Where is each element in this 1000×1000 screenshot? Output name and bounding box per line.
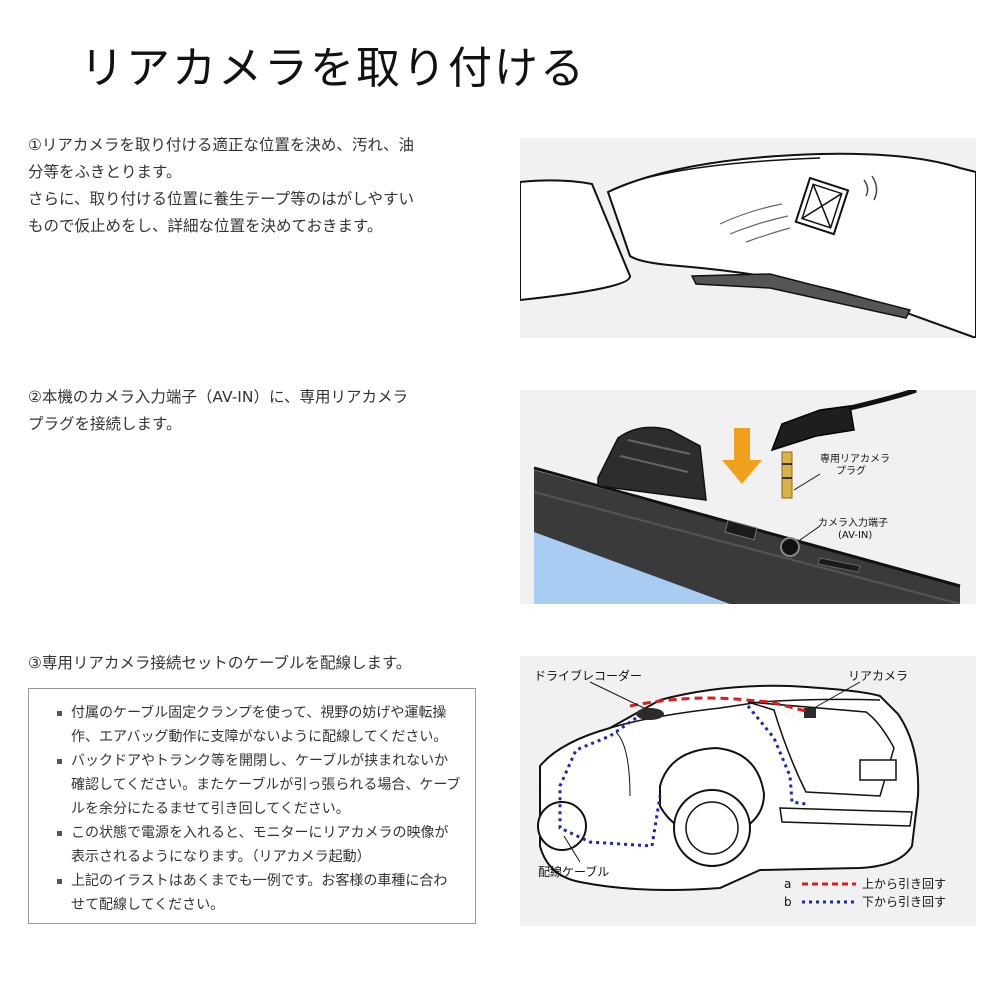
plug-label: プラグ	[836, 464, 866, 477]
legend-text-b: 下から引き回す	[862, 895, 946, 909]
rear-bumper	[779, 807, 913, 827]
page-title: リアカメラを取り付ける	[80, 43, 586, 94]
port-label: (AV-IN)	[838, 530, 872, 541]
note-item: 付属のケーブル固定クランプを使って、視野の妨げや運転操作、エアバッグ動作に支障が…	[57, 701, 461, 749]
plug-leader-line	[793, 473, 821, 491]
motion-line	[745, 227, 791, 243]
recorder-leader-line	[589, 681, 645, 709]
illustration-wiring: ドライブレコーダー リアカメラ 配線ケーブル a 上から引き回す b 下から引き…	[520, 656, 976, 926]
motion-line	[729, 215, 789, 235]
step-3-text: ③専用リアカメラ接続セットのケーブルを配線します。	[28, 650, 493, 677]
notes-list: 付属のケーブル固定クランプを使って、視野の妨げや運転操作、エアバッグ動作に支障が…	[57, 701, 461, 917]
wiper-blade	[690, 273, 912, 319]
port-label: カメラ入力端子	[818, 516, 888, 529]
notes-box: 付属のケーブル固定クランプを使って、視野の妨げや運転操作、エアバッグ動作に支障が…	[28, 688, 476, 924]
device-bezel	[533, 491, 961, 604]
route-b-line	[650, 795, 662, 847]
window-edge	[607, 157, 821, 193]
door-line	[615, 731, 631, 797]
vibration-mark	[863, 179, 869, 197]
insert-arrow-icon	[722, 428, 762, 484]
rear-wheel-rim	[685, 801, 739, 855]
device-screen	[534, 532, 730, 604]
plug-label: 専用リアカメラ	[820, 453, 890, 465]
step-1-line: さらに、取り付ける位置に養生テープ等のはがしやすい	[28, 190, 414, 208]
mount-ridge	[627, 439, 691, 455]
drive-recorder-icon	[636, 708, 664, 720]
license-plate	[859, 759, 897, 781]
note-item: この状態で電源を入れると、モニターにリアカメラの映像が表示されるようになります。…	[57, 821, 461, 869]
legend-key-b: b	[784, 895, 792, 909]
route-a-line	[629, 696, 811, 714]
step-2-text: ②本機のカメラ入力端子（AV-IN）に、専用リアカメラ プラグを接続します。	[28, 384, 493, 438]
cable-leader-line	[563, 835, 581, 863]
legend-text-a: 上から引き回す	[862, 877, 946, 891]
route-b-line	[558, 716, 653, 848]
recorder-label: ドライブレコーダー	[534, 668, 642, 683]
windshield-drawing	[520, 152, 976, 338]
car-drawing: ドライブレコーダー リアカメラ 配線ケーブル a 上から引き回す b 下から引き…	[534, 668, 946, 909]
step-2-line: プラグを接続します。	[28, 415, 182, 433]
card-slot	[817, 557, 861, 573]
plug-housing	[770, 405, 855, 452]
vibration-mark	[871, 175, 878, 201]
legend: a 上から引き回す b 下から引き回す	[784, 877, 946, 909]
note-item: バックドアやトランク等を開閉し、ケーブルが挟まれないか確認してください。またケー…	[57, 749, 461, 821]
plug-pin	[781, 451, 793, 499]
rear-window-shape	[747, 701, 895, 797]
plug-cable	[849, 390, 917, 411]
av-in-port	[780, 537, 800, 557]
step-2-line: ②本機のカメラ入力端子（AV-IN）に、専用リアカメラ	[28, 388, 408, 406]
step-1-line: 分等をふきとります。	[28, 163, 182, 181]
step-1-line: ①リアカメラを取り付ける適正な位置を決め、汚れ、油	[28, 136, 415, 154]
illustration-av-in: 専用リアカメラ プラグ カメラ入力端子 (AV-IN)	[520, 390, 976, 604]
step-1-text: ①リアカメラを取り付ける適正な位置を決め、汚れ、油 分等をふきとります。 さらに…	[28, 132, 493, 240]
cable-label: 配線ケーブル	[538, 864, 609, 879]
illustration-windshield	[520, 138, 976, 338]
step-3-line: ③専用リアカメラ接続セットのケーブルを配線します。	[28, 654, 412, 672]
camera-leader-line	[813, 681, 861, 709]
route-b-line	[746, 705, 807, 806]
side-window	[520, 179, 631, 302]
legend-key-a: a	[784, 877, 791, 891]
motion-line	[719, 203, 783, 225]
port-leader-line	[799, 525, 821, 541]
mount-ridge	[619, 455, 689, 473]
rear-window	[606, 152, 976, 338]
step-1-line: もので仮止めをし、詳細な位置を決めておきます。	[28, 217, 383, 235]
front-wheel	[537, 801, 587, 851]
tape-marker-icon	[794, 176, 850, 236]
usb-port	[724, 519, 758, 541]
roof-line	[609, 698, 881, 729]
rear-camera-icon	[804, 708, 816, 718]
note-item: 上記のイラストはあくまでも一例です。お客様の車種に合わせて配線してください。	[57, 869, 461, 917]
camera-label: リアカメラ	[848, 669, 908, 683]
device-drawing: 専用リアカメラ プラグ カメラ入力端子 (AV-IN)	[533, 390, 961, 604]
